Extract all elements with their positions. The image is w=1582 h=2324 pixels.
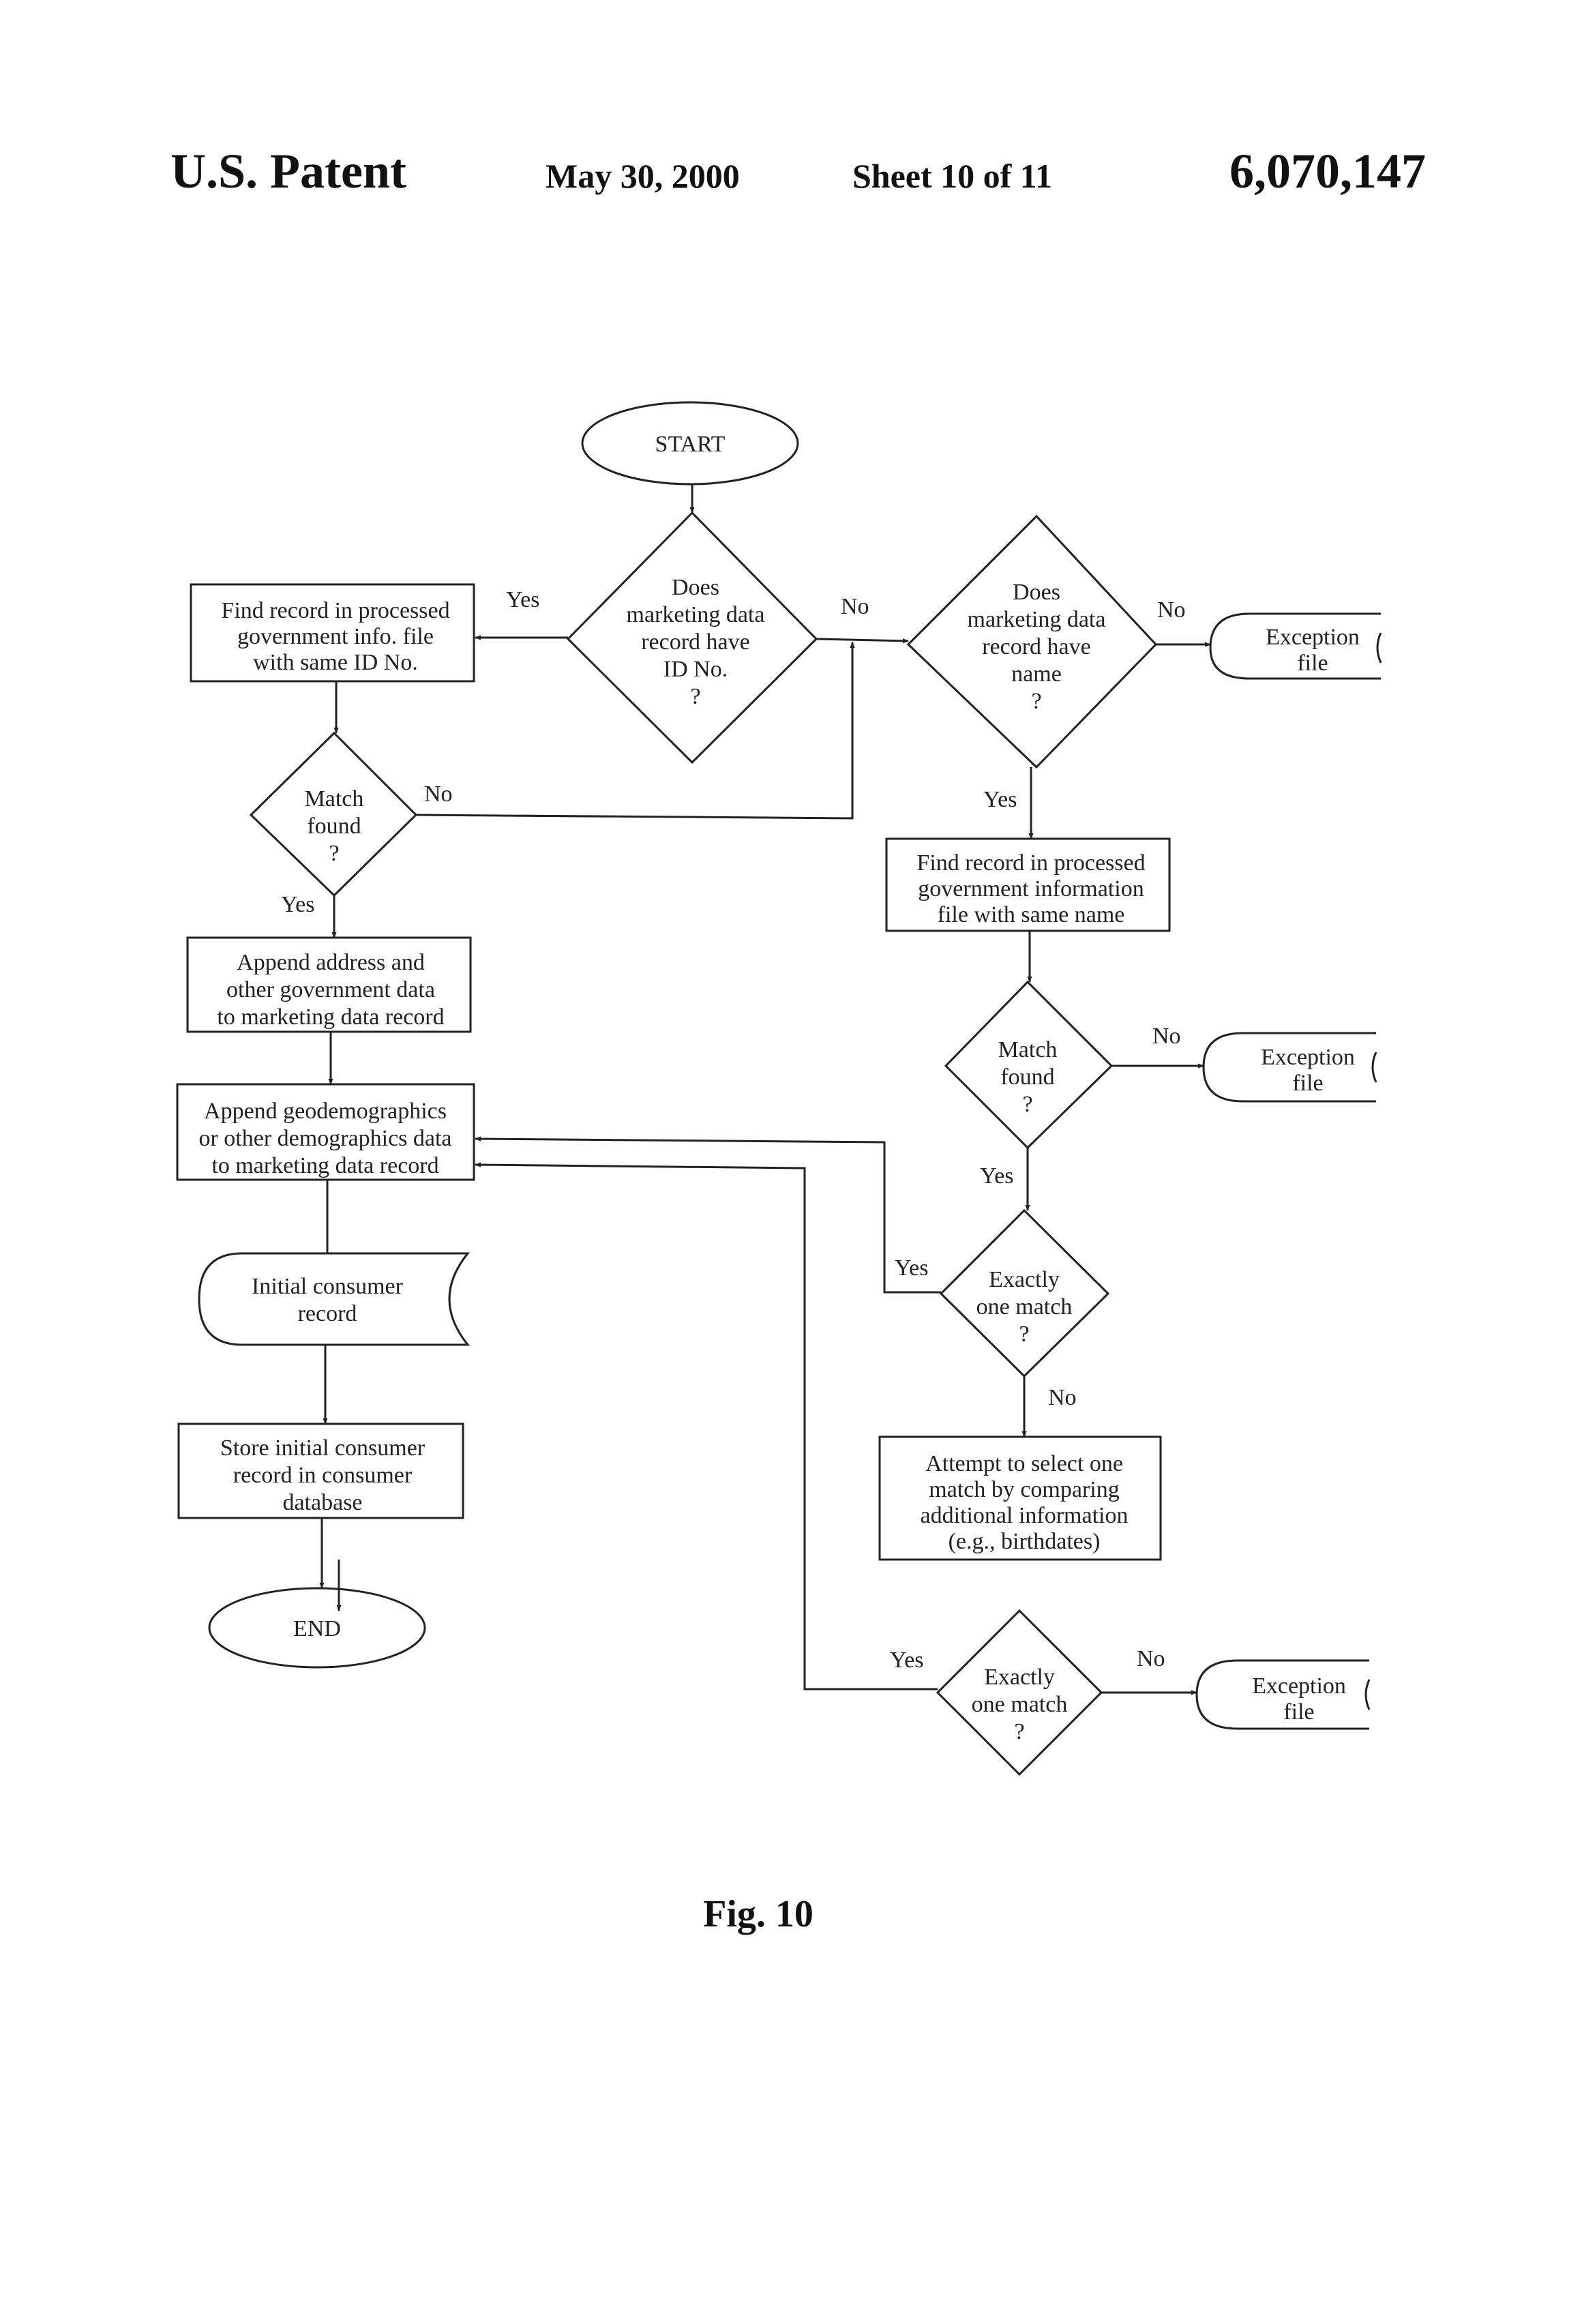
node-text-match2: found (1000, 1064, 1054, 1090)
node-text-exc2: Exception (1261, 1045, 1355, 1070)
node-text-match2: ? (1022, 1092, 1032, 1117)
node-text-d-id: ? (690, 684, 700, 709)
node-text-find-id: Find record in processed (221, 598, 449, 623)
node-text-find-name: file with same name (938, 902, 1125, 927)
node-text-initial: Initial consumer (252, 1274, 404, 1299)
node-text-d-id: ID No. (663, 657, 728, 682)
node-text-store: record in consumer (233, 1463, 413, 1488)
node-text-store: database (282, 1490, 362, 1515)
node-text-exc1: file (1297, 651, 1328, 676)
node-text-exact2: one match (972, 1692, 1068, 1717)
node-text-attempt: (e.g., birthdates) (949, 1529, 1101, 1554)
node-text-d-id: record have (641, 629, 750, 655)
label-has-name-no: No (1157, 597, 1186, 623)
node-text-end: END (293, 1616, 341, 1641)
node-text-exact2: Exactly (984, 1665, 1055, 1690)
label-match2-no: No (1152, 1024, 1181, 1049)
label-exact2-yes: Yes (890, 1648, 923, 1673)
figure-label: Fig. 10 (703, 1893, 814, 1935)
node-text-match2: Match (998, 1037, 1058, 1062)
node-text-attempt: match by comparing (929, 1477, 1119, 1502)
label-has-name-yes: Yes (983, 787, 1017, 812)
node-text-append-geo: to marketing data record (211, 1153, 438, 1178)
node-text-match1: Match (305, 786, 364, 811)
label-exact1-no: No (1048, 1385, 1077, 1410)
node-text-d-name: Does (1013, 580, 1060, 605)
edge-has-id-no (816, 639, 908, 641)
label-exact2-no: No (1137, 1646, 1165, 1671)
node-text-exc2: file (1292, 1071, 1323, 1096)
label-match1-no: No (424, 781, 453, 807)
edge-exact2-yes (475, 1165, 938, 1689)
node-text-match1: ? (329, 841, 339, 866)
node-text-start: START (655, 432, 726, 457)
node-text-exc1: Exception (1266, 625, 1360, 650)
node-text-store: Store initial consumer (220, 1435, 426, 1461)
header-date: May 30, 2000 (546, 157, 740, 195)
node-text-attempt: Attempt to select one (925, 1451, 1123, 1476)
node-text-exact1: one match (976, 1294, 1073, 1320)
node-text-append-geo: Append geodemographics (204, 1099, 447, 1124)
node-text-append-addr: Append address and (237, 950, 425, 975)
node-text-d-name: ? (1031, 689, 1041, 714)
node-text-find-id: government info. file (237, 624, 434, 649)
node-text-d-name: record have (982, 634, 1091, 659)
node-text-d-id: Does (672, 575, 719, 600)
node-text-exact1: Exactly (989, 1267, 1060, 1292)
node-text-find-id: with same ID No. (253, 650, 418, 675)
decision-exactly-one-match-1 (941, 1210, 1108, 1376)
node-text-append-addr: to marketing data record (217, 1004, 444, 1030)
label-has-id-yes: Yes (506, 587, 539, 612)
node-text-d-name: name (1011, 661, 1062, 687)
label-match1-yes: Yes (281, 892, 314, 917)
node-text-append-geo: or other demographics data (198, 1126, 451, 1151)
node-text-append-addr: other government data (226, 977, 435, 1002)
node-text-match1: found (307, 814, 361, 839)
node-text-d-name: marketing data (968, 607, 1106, 632)
label-exact1-yes: Yes (895, 1255, 928, 1281)
node-text-find-name: government information (918, 876, 1144, 902)
node-text-exc3: Exception (1252, 1673, 1346, 1699)
node-text-initial: record (298, 1301, 357, 1326)
node-text-find-name: Find record in processed (916, 850, 1145, 876)
initial-consumer-record (199, 1253, 468, 1345)
label-has-id-no: No (841, 594, 869, 619)
node-text-exact2: ? (1014, 1719, 1024, 1744)
header-left: U.S. Patent (170, 144, 406, 198)
label-match2-yes: Yes (980, 1163, 1013, 1189)
edge-exact1-yes (475, 1139, 941, 1292)
node-text-attempt: additional information (921, 1503, 1129, 1528)
node-text-exc3: file (1283, 1699, 1314, 1725)
header-sheet: Sheet 10 of 11 (852, 157, 1052, 195)
node-text-exact1: ? (1019, 1322, 1029, 1347)
node-text-d-id: marketing data (627, 602, 765, 627)
header-patent-number: 6,070,147 (1229, 144, 1426, 198)
